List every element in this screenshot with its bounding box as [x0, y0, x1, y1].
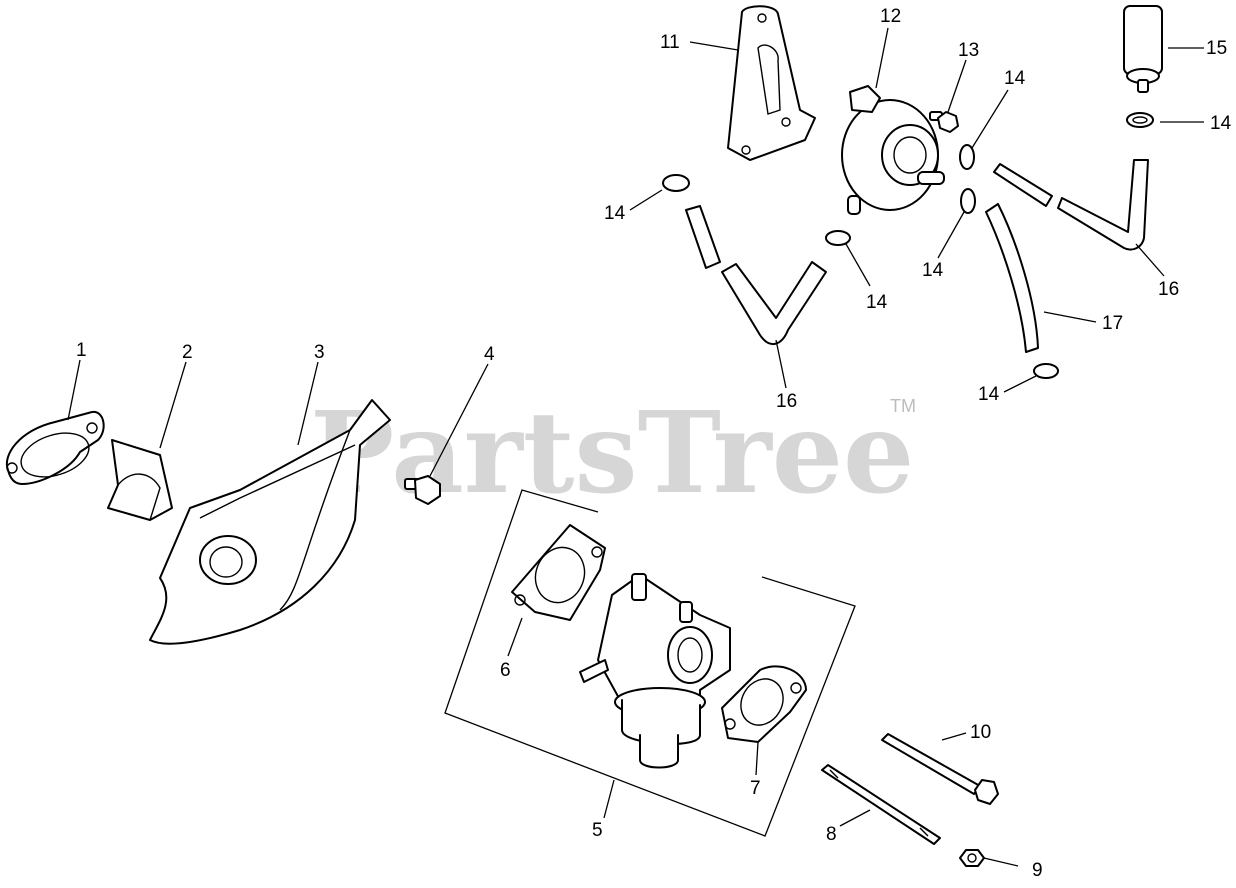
callout-numbers: 1 2 3 4 5 6 7 8 9 10 11 12 13 15 14 14 1…: [76, 6, 1232, 881]
part-8-stud[interactable]: [821, 764, 941, 845]
part-14-clamp-e[interactable]: [825, 230, 851, 246]
callout-11[interactable]: 11: [660, 32, 680, 53]
part-4-bolt[interactable]: [404, 475, 441, 505]
part-3-housing[interactable]: [149, 399, 391, 645]
callout-17[interactable]: 17: [1102, 313, 1123, 334]
watermark-trademark: TM: [890, 396, 916, 416]
callout-14-c[interactable]: 14: [604, 203, 626, 224]
callout-14-b[interactable]: 14: [1004, 68, 1026, 89]
callout-16-a[interactable]: 16: [776, 391, 797, 412]
callout-5[interactable]: 5: [592, 820, 603, 841]
callout-12[interactable]: 12: [880, 6, 901, 27]
callout-13[interactable]: 13: [958, 40, 979, 61]
callout-15[interactable]: 15: [1206, 38, 1227, 59]
part-14-clamp-c[interactable]: [960, 188, 976, 214]
callout-16-b[interactable]: 16: [1158, 279, 1179, 300]
callout-8[interactable]: 8: [826, 824, 837, 845]
callout-10[interactable]: 10: [970, 722, 991, 743]
part-9-nut[interactable]: [959, 849, 985, 867]
part-16-hose-right[interactable]: [993, 159, 1149, 251]
callout-4[interactable]: 4: [484, 344, 495, 365]
part-15-fuel-filter[interactable]: [1123, 5, 1163, 93]
leader-lines: [67, 27, 1204, 867]
callout-14-e[interactable]: 14: [866, 292, 888, 313]
part-12-fuel-pump[interactable]: [841, 85, 945, 215]
part-7-gasket[interactable]: [721, 665, 807, 743]
part-2-spacer[interactable]: [107, 439, 173, 521]
part-1-gasket[interactable]: [5, 410, 105, 485]
part-13-screw[interactable]: [929, 111, 959, 133]
callout-6[interactable]: 6: [500, 660, 511, 681]
callout-2[interactable]: 2: [182, 342, 193, 363]
part-16-hose-left[interactable]: [685, 205, 827, 345]
watermark-brand: PartsTree: [310, 388, 914, 519]
part-14-clamp-d[interactable]: [662, 174, 690, 192]
part-5-assembly-frame: [444, 489, 856, 837]
callout-9[interactable]: 9: [1032, 860, 1043, 881]
part-11-bracket[interactable]: [727, 5, 816, 161]
part-14-clamp-b[interactable]: [959, 144, 975, 170]
part-14-clamp-a[interactable]: [1126, 112, 1154, 128]
callout-14-f[interactable]: 14: [978, 384, 1000, 405]
part-10-bolt[interactable]: [881, 733, 999, 805]
part-17-hose[interactable]: [985, 203, 1039, 353]
part-6-gasket[interactable]: [511, 524, 606, 621]
callout-14-d[interactable]: 14: [922, 260, 944, 281]
part-5-carburetor[interactable]: [579, 573, 731, 769]
part-14-clamp-f[interactable]: [1033, 363, 1059, 379]
callout-1[interactable]: 1: [76, 340, 87, 361]
callout-3[interactable]: 3: [314, 342, 325, 363]
callout-7[interactable]: 7: [750, 778, 761, 799]
callout-14-a[interactable]: 14: [1210, 113, 1232, 134]
